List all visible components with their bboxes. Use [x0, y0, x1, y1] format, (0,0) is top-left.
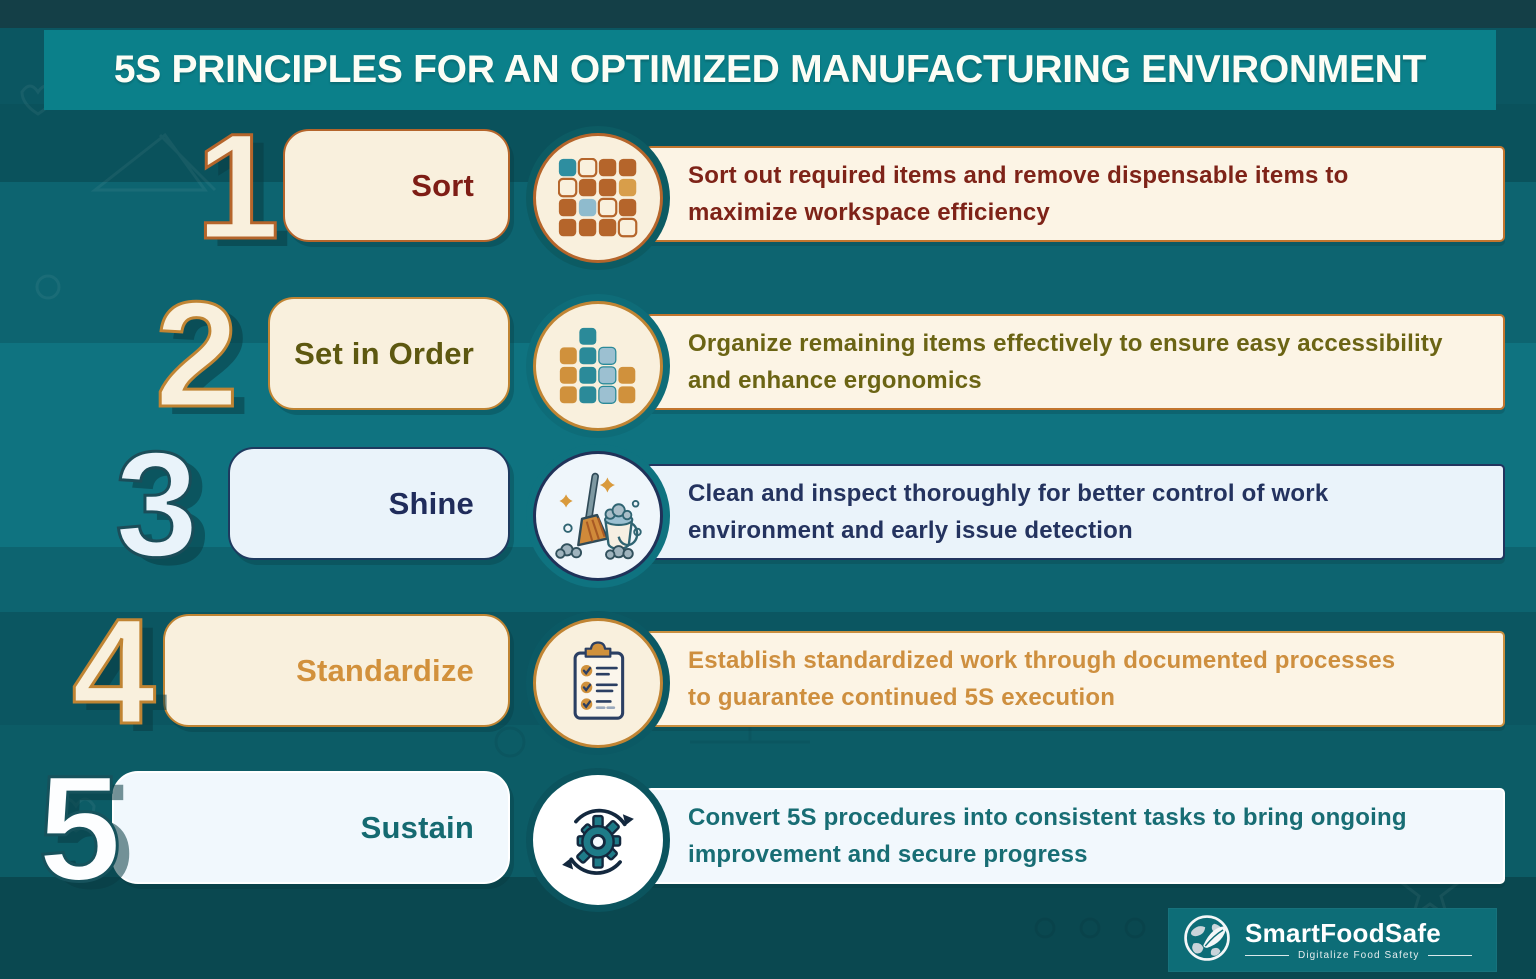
label-pill: Shine: [228, 447, 510, 560]
broom-bucket-icon: [533, 451, 663, 581]
description-line: maximize workspace efficiency: [688, 198, 1050, 226]
principle-row-sort: Sort 1 Sort out required items and remov…: [0, 110, 1536, 263]
description-bar: Organize remaining items effectively to …: [646, 314, 1505, 410]
step-number: 4: [70, 587, 156, 755]
brand-logo: SmartFoodSafe Digitalize Food Safety: [1168, 908, 1497, 972]
principle-label: Shine: [388, 485, 474, 521]
brand-name: SmartFoodSafe: [1245, 917, 1442, 948]
page-title: 5S PRINCIPLES FOR AN OPTIMIZED MANUFACTU…: [113, 48, 1427, 91]
principle-row-standardize: Standardize 4 Establish standardized wor…: [0, 595, 1536, 748]
globe-leaf-icon: [1182, 913, 1232, 968]
description-line: Convert 5S procedures into consistent ta…: [688, 803, 1407, 831]
step-number: 5: [36, 744, 122, 912]
label-pill: Sort: [283, 129, 510, 242]
tagline-rule: [1428, 954, 1473, 956]
step-number: 1: [194, 102, 280, 270]
principle-label: Sort: [411, 167, 474, 203]
description-bar: Convert 5S procedures into consistent ta…: [646, 788, 1505, 884]
gear-cycle-icon: [533, 775, 663, 905]
clipboard-checklist-icon: [533, 618, 663, 748]
principle-row-set-in-order: Set in Order 2 Organize remaining items …: [0, 278, 1536, 431]
label-pill: Standardize: [163, 614, 510, 727]
description-bar: Sort out required items and remove dispe…: [646, 146, 1505, 242]
description-line: Sort out required items and remove dispe…: [688, 161, 1349, 189]
principle-row-shine: Shine 3 Clean and inspect thoroughly for…: [0, 428, 1536, 581]
tagline-rule: [1245, 954, 1289, 956]
principle-label: Standardize: [296, 652, 474, 688]
description-line: environment and early issue detection: [688, 516, 1133, 544]
brand-tagline: Digitalize Food Safety: [1298, 949, 1420, 961]
description-line: to guarantee continued 5S execution: [688, 683, 1116, 711]
description-line: Organize remaining items effectively to …: [688, 329, 1443, 357]
background-band: [0, 0, 1536, 28]
header-banner: 5S PRINCIPLES FOR AN OPTIMIZED MANUFACTU…: [44, 30, 1496, 110]
principle-label: Sustain: [360, 809, 474, 845]
description-bar: Establish standardized work through docu…: [646, 631, 1505, 727]
description-line: and enhance ergonomics: [688, 366, 982, 394]
principle-row-sustain: Sustain 5 Convert 5S procedures into con…: [0, 752, 1536, 905]
label-pill: Sustain: [112, 771, 510, 884]
step-number: 2: [153, 270, 239, 438]
description-line: Establish standardized work through docu…: [688, 646, 1396, 674]
description-bar: Clean and inspect thoroughly for better …: [646, 464, 1505, 560]
principle-label: Set in Order: [294, 335, 474, 371]
order-blocks-icon: [533, 301, 663, 431]
brand-text: SmartFoodSafe Digitalize Food Safety: [1245, 917, 1473, 961]
description-line: improvement and secure progress: [688, 840, 1088, 868]
label-pill: Set in Order: [268, 297, 510, 410]
step-number: 3: [113, 420, 199, 588]
description-line: Clean and inspect thoroughly for better …: [688, 479, 1329, 507]
brand-tagline-row: Digitalize Food Safety: [1245, 949, 1473, 961]
sort-grid-icon: [533, 133, 663, 263]
